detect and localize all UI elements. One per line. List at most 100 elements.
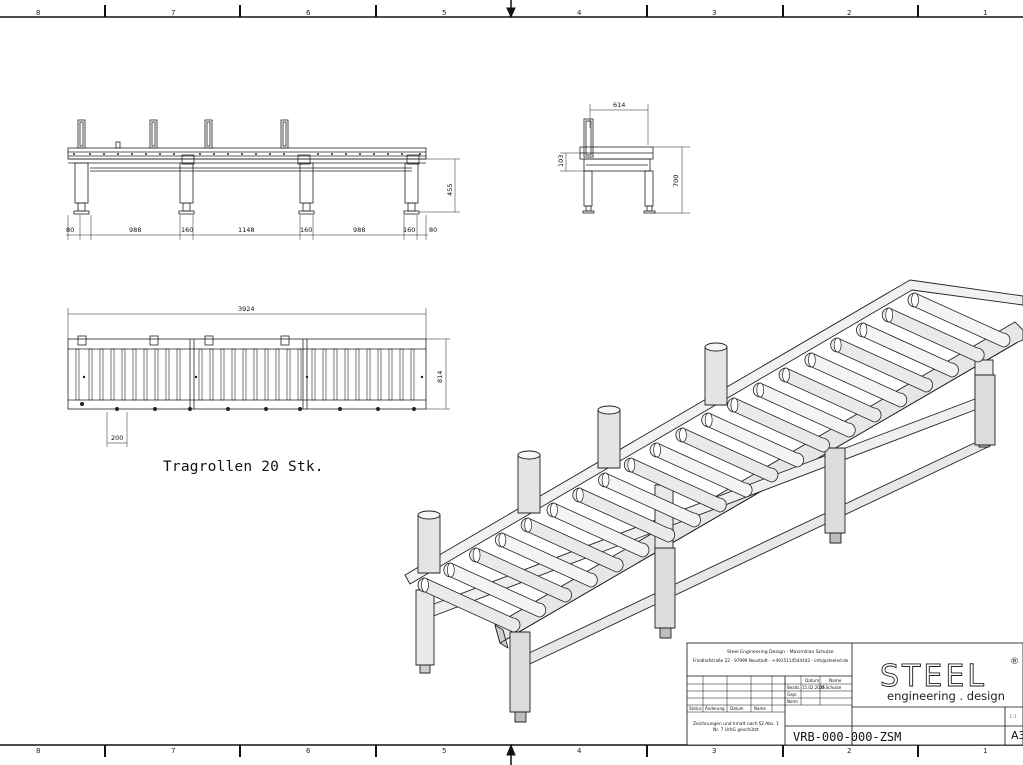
zone-bottom-1: 1 xyxy=(983,747,988,755)
dim-front-height: 455 xyxy=(446,184,454,196)
iso-roller xyxy=(417,577,521,633)
iso-roller xyxy=(701,412,805,468)
iso-roller xyxy=(494,532,598,588)
company-line-2: Friedhofstraße 22 - 97999 Neustadt - +49… xyxy=(693,658,849,663)
isometric-rollers xyxy=(417,292,1011,633)
registered-mark: ® xyxy=(1010,657,1019,667)
iso-roller-end xyxy=(627,457,636,473)
dim-top-pitch: 200 xyxy=(111,434,123,442)
iso-roller-end xyxy=(446,562,455,578)
drawing-number: VRB-000-000-ZSM xyxy=(793,730,902,744)
front-view-dimensions: 80 988 160 1148 160 988 160 80 455 xyxy=(66,184,454,234)
iso-roller xyxy=(520,517,624,573)
iso-roller-end xyxy=(472,547,481,563)
iso-roller xyxy=(649,442,753,498)
zone-top-1: 1 xyxy=(983,9,988,17)
zone-top-8: 8 xyxy=(36,9,41,17)
zone-bottom-4: 4 xyxy=(577,747,582,755)
iso-roller-end xyxy=(653,442,661,458)
col-date-header: Datum xyxy=(805,678,820,683)
col-name-header: Name xyxy=(829,678,842,683)
front-view xyxy=(66,119,460,240)
iso-roller xyxy=(572,487,676,543)
dim-front-988-right: 988 xyxy=(353,226,365,234)
iso-roller xyxy=(907,292,1011,348)
drawn-name: M.Schulze xyxy=(821,685,842,690)
logo-tagline: engineering . design xyxy=(887,689,1005,703)
iso-roller xyxy=(727,397,830,453)
iso-roller-end xyxy=(833,337,842,353)
iso-roller-end xyxy=(679,427,687,443)
company-line-1: Steel Engineering Design - Maximilian Sc… xyxy=(727,650,834,655)
dim-side-small-height: 103 xyxy=(557,155,565,167)
top-view-dimensions: 3924 814 200 xyxy=(111,305,444,442)
zone-bottom-6: 6 xyxy=(306,747,311,755)
zone-top-6: 6 xyxy=(306,9,311,17)
zone-bottom-7: 7 xyxy=(171,747,176,755)
iso-roller-end xyxy=(601,472,610,488)
iso-roller-end xyxy=(575,487,584,503)
side-view-dimensions: 614 103 700 xyxy=(557,101,680,187)
iso-roller xyxy=(443,562,547,618)
iso-roller-end xyxy=(550,502,558,518)
zone-bottom-3: 3 xyxy=(712,747,717,755)
dim-top-length: 3924 xyxy=(238,305,255,313)
iso-roller-end xyxy=(807,352,816,368)
rev-name: Name xyxy=(754,706,766,711)
rev-change: Änderung xyxy=(705,706,725,711)
iso-roller-end xyxy=(756,382,765,398)
iso-roller xyxy=(598,472,701,528)
zone-top-5: 5 xyxy=(442,9,447,17)
dim-top-width: 814 xyxy=(436,371,444,383)
row-norm: Norm xyxy=(787,699,798,704)
iso-roller-end xyxy=(859,322,868,338)
dim-front-80-right: 80 xyxy=(429,226,437,234)
dim-side-width: 614 xyxy=(613,101,625,109)
iso-roller xyxy=(778,367,882,423)
zone-top-2: 2 xyxy=(847,9,852,17)
iso-roller-end xyxy=(524,517,533,533)
scale: 1:1 xyxy=(1009,714,1018,720)
drawn-date: 15.02.2025 xyxy=(802,685,825,690)
iso-roller-end xyxy=(421,577,429,593)
zone-bottom-2: 2 xyxy=(847,747,852,755)
zone-top-3: 3 xyxy=(712,9,717,17)
steel-logo: STEEL ® engineering . design xyxy=(880,657,1019,703)
zone-top-4: 4 xyxy=(577,9,582,17)
zone-bottom-8: 8 xyxy=(36,747,41,755)
iso-roller xyxy=(623,457,727,513)
iso-roller xyxy=(830,337,934,393)
dim-front-160-a: 160 xyxy=(181,226,193,234)
dim-front-160-b: 160 xyxy=(300,226,312,234)
copyright-note: Zeichnungen und Inhalt nach §2 Abs. 1 Nr… xyxy=(693,722,779,733)
iso-roller-end xyxy=(782,367,790,383)
top-view xyxy=(67,308,450,447)
iso-roller xyxy=(546,502,650,558)
zone-top-7: 7 xyxy=(171,9,176,17)
iso-roller xyxy=(469,547,572,603)
dim-front-988-left: 988 xyxy=(129,226,141,234)
row-checked: Gepr. xyxy=(787,692,798,697)
iso-roller-end xyxy=(704,412,713,428)
iso-roller-end xyxy=(885,307,894,323)
zone-bottom-5: 5 xyxy=(442,747,447,755)
title-block xyxy=(686,642,1023,746)
iso-roller-end xyxy=(911,292,919,308)
iso-roller xyxy=(856,322,959,378)
iso-roller xyxy=(804,352,908,408)
dim-front-160-c: 160 xyxy=(403,226,415,234)
sheet-size: A3 xyxy=(1011,729,1023,742)
rev-status: Status xyxy=(689,706,702,711)
iso-roller xyxy=(675,427,779,483)
roller-count-caption: Tragrollen 20 Stk. xyxy=(163,459,324,475)
dim-front-1148: 1148 xyxy=(238,226,255,234)
logo-wordmark: STEEL xyxy=(880,659,987,694)
side-view xyxy=(560,104,690,214)
dim-front-80-left: 80 xyxy=(66,226,74,234)
iso-roller xyxy=(881,307,985,363)
iso-roller-end xyxy=(498,532,507,548)
dim-side-height: 700 xyxy=(672,175,680,187)
iso-roller xyxy=(752,382,856,438)
iso-roller-end xyxy=(730,397,739,413)
rev-date: Datum xyxy=(730,706,744,711)
